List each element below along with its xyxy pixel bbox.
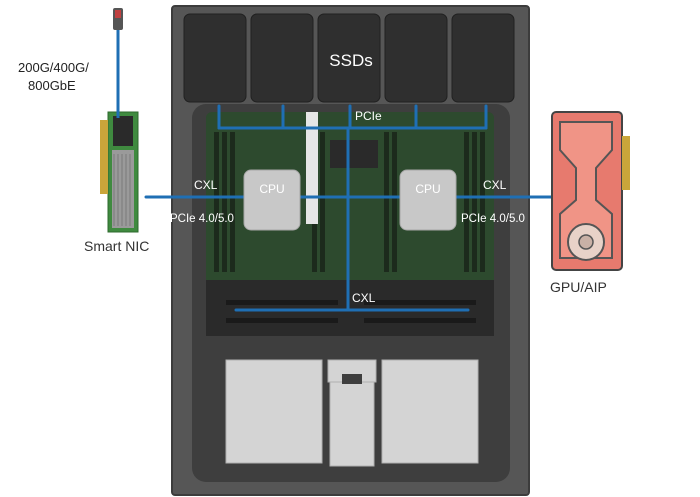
heatsink-left (225, 359, 323, 464)
gpu-aip-label: GPU/AIP (550, 279, 607, 295)
psu-center (329, 377, 375, 467)
center-chip (330, 140, 378, 168)
cxl-left-label: CXL (194, 178, 218, 192)
network-cable (113, 8, 123, 118)
ssd-module (384, 13, 448, 103)
pcie-top-label: PCIe (355, 109, 382, 123)
pcie-right-label: PCIe 4.0/5.0 (461, 213, 525, 225)
ssd-module (451, 13, 515, 103)
cpu-left (243, 169, 301, 231)
nic-speed-line1: 200G/400G/ (18, 60, 89, 75)
cpu-right (399, 169, 457, 231)
motherboard (206, 112, 494, 302)
smart-nic-card (100, 111, 139, 233)
pcie-left-label: PCIe 4.0/5.0 (170, 213, 234, 225)
cxl-right-label: CXL (483, 178, 507, 192)
ssd-module (183, 13, 247, 103)
cpu-left-label: CPU (259, 182, 284, 196)
ssd-module (317, 13, 381, 103)
smart-nic-label: Smart NIC (84, 238, 149, 254)
cpu-right-label: CPU (415, 182, 440, 196)
expansion-area (206, 280, 494, 336)
ssd-bay (183, 13, 515, 103)
nic-speed-line2: 800GbE (28, 78, 76, 93)
cxl-bottom-label: CXL (352, 291, 376, 305)
ssds-label: SSDs (329, 51, 372, 70)
gpu-card (551, 111, 630, 271)
ssd-module (250, 13, 314, 103)
heatsink-right (381, 359, 479, 464)
interconnect-lines (144, 104, 556, 312)
